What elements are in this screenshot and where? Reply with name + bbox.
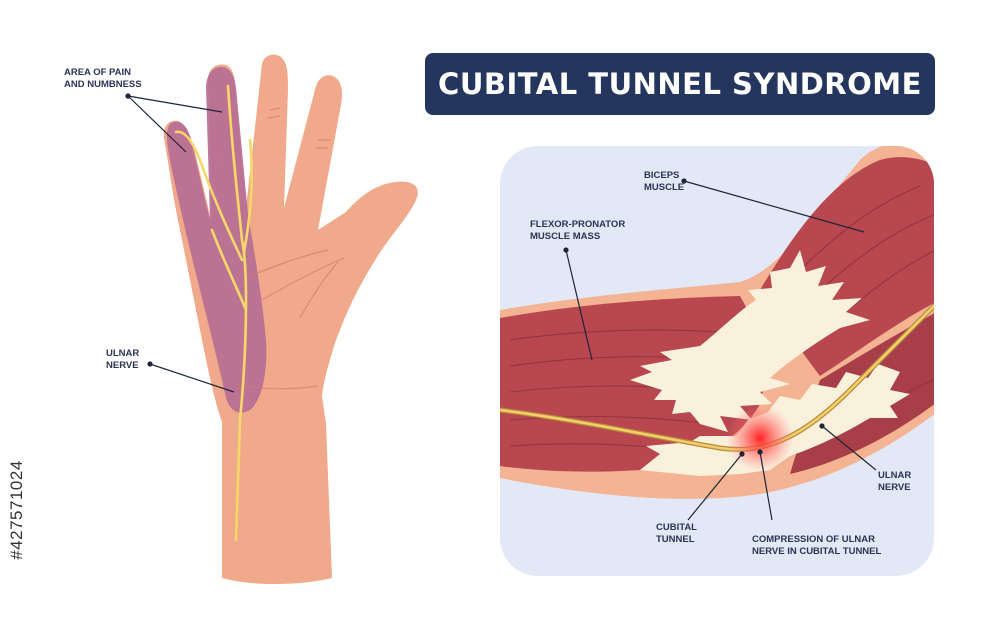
- flexor-muscle: [500, 296, 764, 472]
- stock-id-text: #427571024: [7, 460, 26, 560]
- label-line: TUNNEL: [656, 534, 695, 545]
- label-line: MUSCLE: [644, 182, 685, 193]
- label-line: ULNAR: [878, 470, 912, 481]
- label-line: MUSCLE MASS: [530, 231, 601, 242]
- label-biceps: BICEPS MUSCLE: [644, 170, 684, 194]
- page-title: CUBITAL TUNNEL SYNDROME: [438, 67, 922, 101]
- elbow-anatomy: [500, 146, 934, 499]
- label-ulnar-nerve-elbow: ULNAR NERVE: [878, 470, 911, 494]
- label-line: NERVE IN CUBITAL TUNNEL: [752, 546, 882, 557]
- label-line: ULNAR: [106, 348, 140, 359]
- label-ulnar-nerve-hand: ULNAR NERVE: [106, 348, 139, 372]
- hand: [163, 54, 418, 584]
- label-line: NERVE: [878, 482, 911, 493]
- label-line: COMPRESSION OF ULNAR: [752, 534, 875, 545]
- hand-skin: [163, 54, 418, 584]
- label-line: CUBITAL: [656, 522, 697, 533]
- title-banner: CUBITAL TUNNEL SYNDROME: [425, 53, 935, 115]
- label-line: AREA OF PAIN: [64, 67, 132, 78]
- label-line: NERVE: [106, 360, 139, 371]
- stock-id: #427571024: [4, 400, 30, 620]
- label-line: BICEPS: [644, 170, 680, 181]
- leader-dots: [125, 93, 825, 457]
- label-line: FLEXOR-PRONATOR: [530, 219, 626, 230]
- label-cubital-tunnel: CUBITAL TUNNEL: [656, 522, 697, 546]
- label-area-of-pain: AREA OF PAIN AND NUMBNESS: [64, 67, 142, 91]
- ulnar-nerve-hand-path: [174, 84, 253, 542]
- leader-lines: [127, 95, 877, 521]
- tendon-upper: [630, 250, 870, 432]
- label-line: AND NUMBNESS: [64, 79, 142, 90]
- label-flexor: FLEXOR-PRONATOR MUSCLE MASS: [530, 219, 625, 243]
- label-compression: COMPRESSION OF ULNAR NERVE IN CUBITAL TU…: [752, 534, 881, 558]
